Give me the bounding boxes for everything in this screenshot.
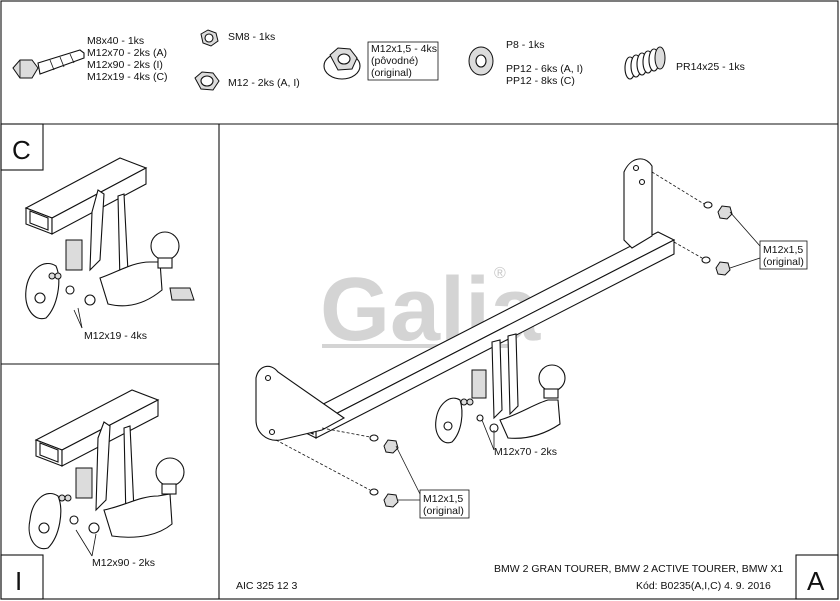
panel-i-callout: M12x90 - 2ks bbox=[92, 557, 155, 569]
drawing-code: AIC 325 12 3 bbox=[236, 580, 297, 592]
right-fasteners bbox=[651, 171, 761, 276]
flange-nut-label-3: (original) bbox=[371, 67, 412, 79]
bolt-label-4: M12x19 - 4ks (C) bbox=[87, 71, 168, 83]
panel-i-letter: I bbox=[15, 566, 22, 596]
panel-a-letter: A bbox=[807, 566, 825, 596]
callout-bottom-2: (original) bbox=[423, 505, 464, 517]
callout-top-1: M12x1,5 bbox=[763, 244, 803, 256]
bolt-icon bbox=[12, 49, 85, 79]
galia-registered-mark: ® bbox=[494, 265, 506, 282]
m12-nut-icon bbox=[194, 71, 220, 91]
panel-c-letter-box bbox=[0, 123, 44, 171]
spring-icon bbox=[624, 46, 666, 80]
panel-c-callout: M12x19 - 4ks bbox=[84, 330, 147, 342]
washer-label-2: PP12 - 6ks (A, I) bbox=[506, 63, 583, 75]
bolt-label-2: M12x70 - 2ks (A) bbox=[87, 47, 167, 59]
panel-i-hitch-detail bbox=[28, 389, 185, 557]
sm8-label: SM8 - 1ks bbox=[228, 31, 275, 43]
panel-a-letter-box bbox=[795, 554, 839, 600]
callout-bottom-1: M12x1,5 bbox=[423, 493, 463, 505]
m12-label: M12 - 2ks (A, I) bbox=[228, 77, 300, 89]
spring-label: PR14x25 - 1ks bbox=[676, 61, 745, 73]
callout-bolt-leader-1 bbox=[481, 419, 495, 451]
sm8-nut-icon bbox=[200, 29, 219, 47]
left-fasteners bbox=[275, 427, 421, 508]
kod-date: Kód: B0235(A,I,C) 4. 9. 2016 bbox=[636, 580, 771, 592]
washer-label-1: P8 - 1ks bbox=[506, 39, 545, 51]
vehicle-list: BMW 2 GRAN TOURER, BMW 2 ACTIVE TOURER, … bbox=[494, 563, 783, 575]
flange-nut-label-box bbox=[367, 41, 439, 81]
callout-bolt: M12x70 - 2ks bbox=[494, 446, 557, 458]
panel-c-hitch-detail bbox=[24, 157, 195, 329]
bolt-label-1: M8x40 - 1ks bbox=[87, 35, 144, 47]
washer-label-3: PP12 - 8ks (C) bbox=[506, 75, 575, 87]
galia-logo: Galia bbox=[320, 260, 541, 360]
bolt-label-3: M12x90 - 2ks (I) bbox=[87, 59, 163, 71]
callout-bottom-box bbox=[419, 489, 470, 519]
main-crossbar bbox=[255, 158, 676, 444]
flange-nut-icon bbox=[323, 47, 361, 80]
callout-top-box bbox=[759, 240, 808, 270]
flange-nut-label-2: (pôvodné) bbox=[371, 55, 418, 67]
panel-c-letter: C bbox=[12, 135, 31, 165]
panel-i-letter-box bbox=[0, 554, 44, 600]
washer-icon bbox=[468, 46, 494, 76]
flange-nut-label-1: M12x1,5 - 4ks bbox=[371, 43, 437, 55]
callout-top-2: (original) bbox=[763, 256, 804, 268]
